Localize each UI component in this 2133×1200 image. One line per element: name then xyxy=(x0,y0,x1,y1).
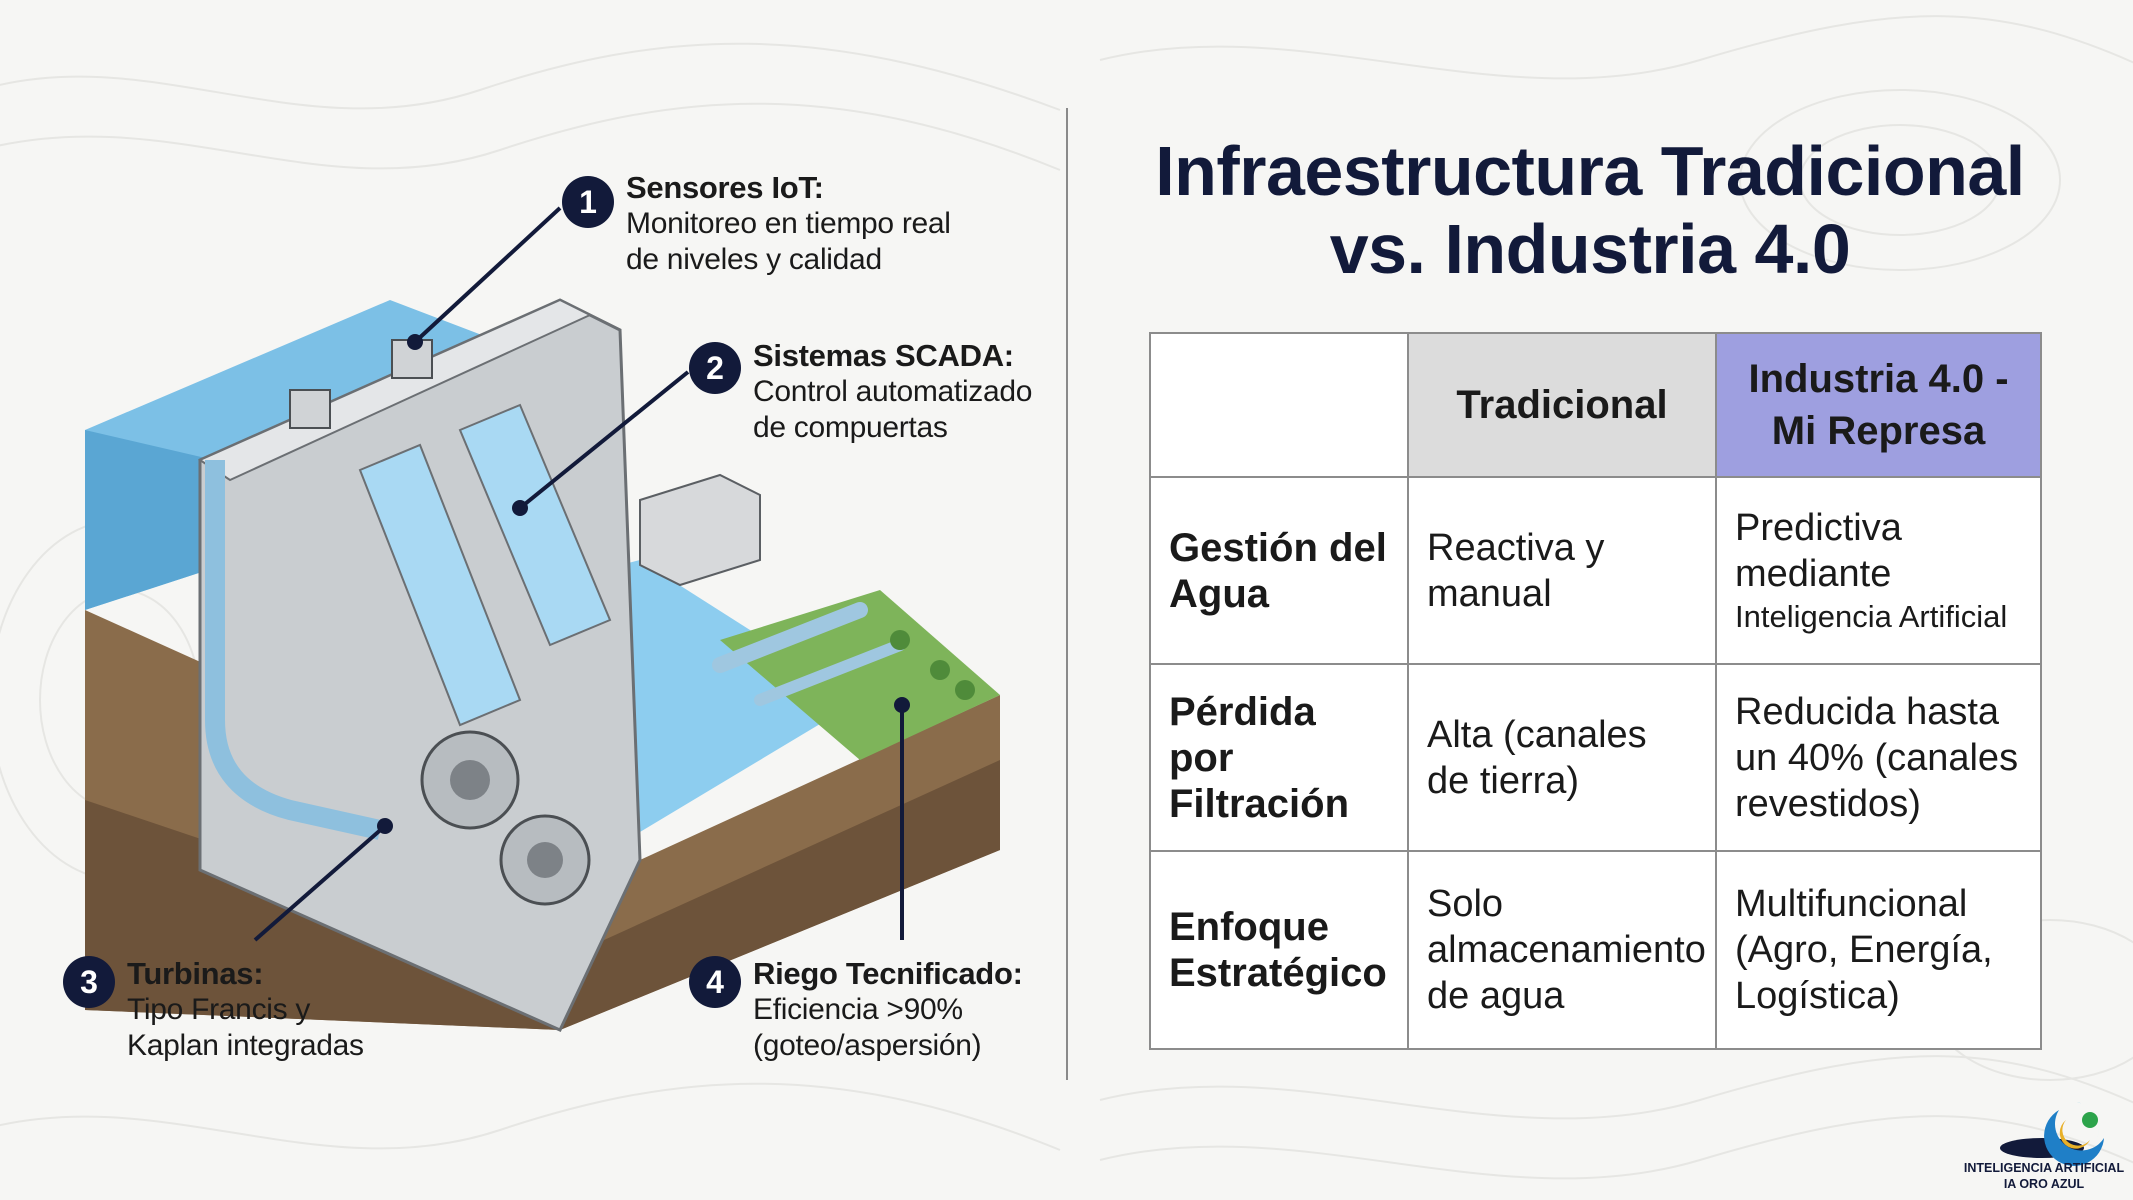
callout-title: Sensores IoT: xyxy=(626,170,824,205)
ia-oro-azul-logo xyxy=(2000,1102,2104,1166)
callout-desc-line: Kaplan integradas xyxy=(127,1029,364,1062)
logo-line-1: INTELIGENCIA ARTIFICIAL xyxy=(1963,1161,2125,1175)
callout-desc-line: de compuertas xyxy=(753,411,948,444)
callout-desc-line: (goteo/aspersión) xyxy=(753,1029,982,1062)
title-line-1: Infraestructura Tradicional xyxy=(1155,132,2025,210)
callout-turbinas: 3 Turbinas: Tipo Francis y Kaplan integr… xyxy=(63,956,364,1064)
cell-tradicional: Solo almacenamiento de agua xyxy=(1407,850,1717,1050)
table-row: Pérdida por Filtración Alta (canales de … xyxy=(1149,663,2042,852)
callout-number-badge: 4 xyxy=(689,956,741,1008)
callout-title: Turbinas: xyxy=(127,956,264,991)
callout-desc-line: Tipo Francis y xyxy=(127,993,311,1026)
header-cell-blank xyxy=(1149,332,1409,478)
callout-title: Riego Tecnificado: xyxy=(753,956,1023,991)
control-building xyxy=(639,473,761,587)
header-cell-industria: Industria 4.0 - Mi Represa xyxy=(1715,332,2042,478)
cell-industria: Multifuncional (Agro, Energía, Logística… xyxy=(1715,850,2042,1050)
logo-line-2: IA ORO AZUL xyxy=(2003,1177,2085,1191)
callout-title: Sistemas SCADA: xyxy=(753,338,1014,373)
header-cell-tradicional: Tradicional xyxy=(1407,332,1717,478)
callout-number-badge: 2 xyxy=(689,342,741,394)
callout-riego-tecnificado: 4 Riego Tecnificado: Eficiencia >90% (go… xyxy=(689,956,1023,1064)
cell-tradicional: Reactiva y manual xyxy=(1407,476,1717,665)
dam-illustration xyxy=(85,206,1000,1032)
row-label: Pérdida por Filtración xyxy=(1149,663,1409,852)
callout-desc-line: Monitoreo en tiempo real xyxy=(626,207,951,240)
callout-number-badge: 3 xyxy=(63,956,115,1008)
irrigation-pipe xyxy=(712,602,868,673)
table-row: Gestión del Agua Reactiva y manual Predi… xyxy=(1149,476,2042,665)
callout-desc-line: Eficiencia >90% xyxy=(753,993,963,1026)
cell-industria: Predictiva mediante Inteligencia Artific… xyxy=(1715,476,2042,665)
callout-desc-line: Control automatizado xyxy=(753,375,1033,408)
row-label: Enfoque Estratégico xyxy=(1149,850,1409,1050)
callout-desc-line: de niveles y calidad xyxy=(626,243,882,276)
cell-industria: Reducida hasta un 40% (canales revestido… xyxy=(1715,663,2042,852)
callout-number-badge: 1 xyxy=(562,176,614,228)
spillway-1 xyxy=(358,443,522,727)
comparison-table: Tradicional Industria 4.0 - Mi Represa G… xyxy=(1149,332,2042,1050)
cell-tradicional: Alta (canales de tierra) xyxy=(1407,663,1717,852)
logo-text: INTELIGENCIA ARTIFICIAL IA ORO AZUL xyxy=(1955,1160,2133,1192)
table-header-row: Tradicional Industria 4.0 - Mi Represa xyxy=(1149,332,2042,478)
spillway-2 xyxy=(458,403,612,647)
page-title: Infraestructura Tradicional vs. Industri… xyxy=(1110,132,2070,288)
penstock-pipe xyxy=(205,460,383,840)
callout-sensores-iot: 1 Sensores IoT: Monitoreo en tiempo real… xyxy=(562,170,951,278)
row-label: Gestión del Agua xyxy=(1149,476,1409,665)
vertical-divider xyxy=(1066,108,1068,1080)
cell-industria-small: Inteligencia Artificial xyxy=(1735,598,2008,634)
callout-sistemas-scada: 2 Sistemas SCADA: Control automatizado d… xyxy=(689,338,1033,446)
cell-industria-text: Predictiva mediante xyxy=(1735,506,1902,595)
title-line-2: vs. Industria 4.0 xyxy=(1329,210,1851,288)
table-row: Enfoque Estratégico Solo almacenamiento … xyxy=(1149,850,2042,1050)
